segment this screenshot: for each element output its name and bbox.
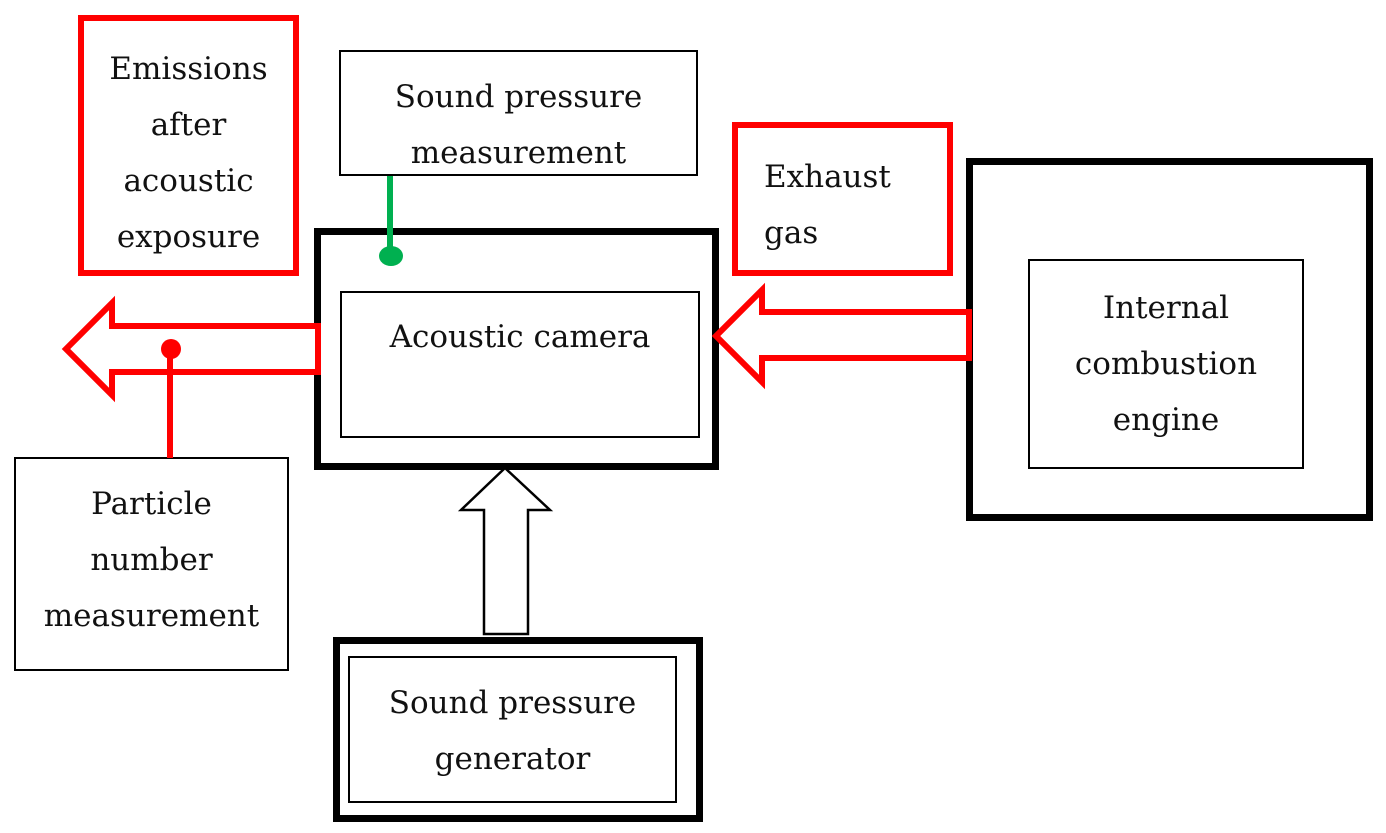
emissions-after-exposure-box: Emissions after acoustic exposure xyxy=(78,15,299,276)
engine-inner-box: Internal combustion engine xyxy=(1028,259,1304,469)
label-line: Internal xyxy=(1102,290,1230,326)
sound-pressure-generator-label: Sound pressure generator xyxy=(350,675,675,787)
acoustic-camera-label: Acoustic camera xyxy=(342,309,698,365)
exhaust-gas-label: Exhaust gas xyxy=(764,149,954,261)
sound-probe-dot xyxy=(379,246,403,266)
label-line: exposure xyxy=(116,219,261,255)
label-line: Sound pressure xyxy=(394,79,643,115)
label-line: acoustic xyxy=(123,163,254,199)
label-line: measurement xyxy=(43,598,260,634)
sound-generator-arrow xyxy=(457,466,554,636)
label-line: Emissions xyxy=(109,51,268,87)
label-line: measurement xyxy=(410,135,627,171)
label-line: Exhaust xyxy=(764,159,891,195)
particle-number-measurement-label: Particle number measurement xyxy=(16,476,287,644)
sound-pressure-generator-inner-box: Sound pressure generator xyxy=(348,656,677,803)
label-line: generator xyxy=(434,741,591,777)
sound-pressure-measurement-label: Sound pressure measurement xyxy=(341,69,696,181)
label-line: after xyxy=(150,107,227,143)
exhaust-gas-box: Exhaust gas xyxy=(732,122,953,276)
label-line: number xyxy=(90,542,213,578)
exhaust-flow-arrow xyxy=(711,282,972,390)
particle-probe-dot xyxy=(161,339,181,359)
emissions-after-exposure-label: Emissions after acoustic exposure xyxy=(84,41,293,265)
label-line: Particle xyxy=(91,486,212,522)
emissions-flow-arrow xyxy=(61,295,321,403)
label-line: gas xyxy=(764,215,819,251)
label-line: Acoustic camera xyxy=(389,319,651,355)
sound-pressure-measurement-box: Sound pressure measurement xyxy=(339,50,698,176)
label-line: combustion xyxy=(1074,346,1258,382)
acoustic-camera-inner-box: Acoustic camera xyxy=(340,291,700,438)
label-line: Sound pressure xyxy=(388,685,637,721)
internal-combustion-engine-label: Internal combustion engine xyxy=(1030,280,1302,448)
particle-number-measurement-box: Particle number measurement xyxy=(14,457,289,671)
label-line: engine xyxy=(1112,402,1220,438)
